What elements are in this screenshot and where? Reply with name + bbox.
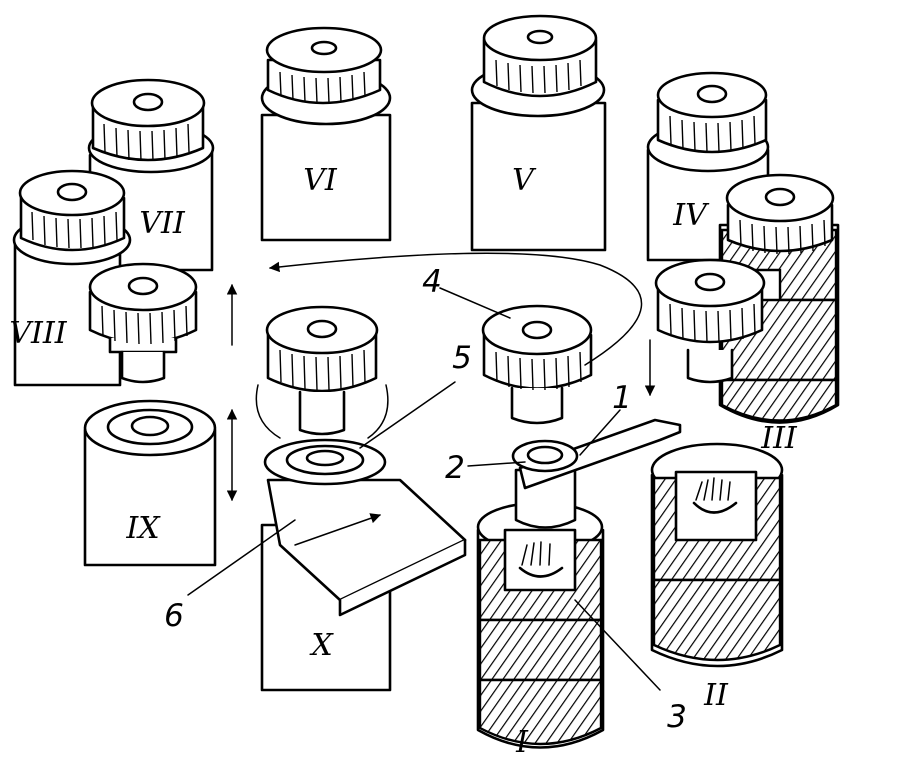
station-i-die [476, 501, 605, 749]
label-station-iii: III [760, 421, 798, 456]
label-station-ii: II [703, 678, 729, 713]
motion-arrows [226, 252, 656, 546]
label-station-v: V [512, 163, 537, 198]
station-v-punch [470, 14, 607, 252]
feeder-slide [511, 418, 682, 529]
station-x-punch [255, 305, 389, 439]
leader-lines [187, 287, 661, 691]
strip-plate [266, 478, 467, 617]
label-station-vi: VI [303, 163, 338, 198]
label-station-i: I [515, 725, 529, 760]
callout-4: 4 [422, 264, 442, 300]
callout-2: 2 [445, 450, 465, 486]
station-x-ejector [263, 438, 387, 486]
station-iii-lower-punch [654, 258, 766, 384]
label-station-vii: VII [139, 206, 186, 241]
label-station-iv: IV [672, 198, 710, 233]
label-station-ix: IX [125, 511, 161, 546]
station-iii-upper-punch [725, 173, 835, 255]
station-vi-punch [260, 26, 392, 242]
callout-3: 3 [667, 699, 687, 735]
callout-1: 1 [612, 380, 632, 416]
callout-6: 6 [164, 598, 184, 634]
station-ix-die [83, 399, 217, 567]
callout-5: 5 [452, 340, 472, 376]
station-viii-lower-punch [88, 262, 198, 384]
station-viii-punch [12, 169, 132, 387]
station-ii-die [650, 442, 784, 668]
label-station-x: X [309, 628, 334, 663]
transfer-punch [481, 304, 593, 425]
label-station-viii: VIII [9, 316, 67, 351]
